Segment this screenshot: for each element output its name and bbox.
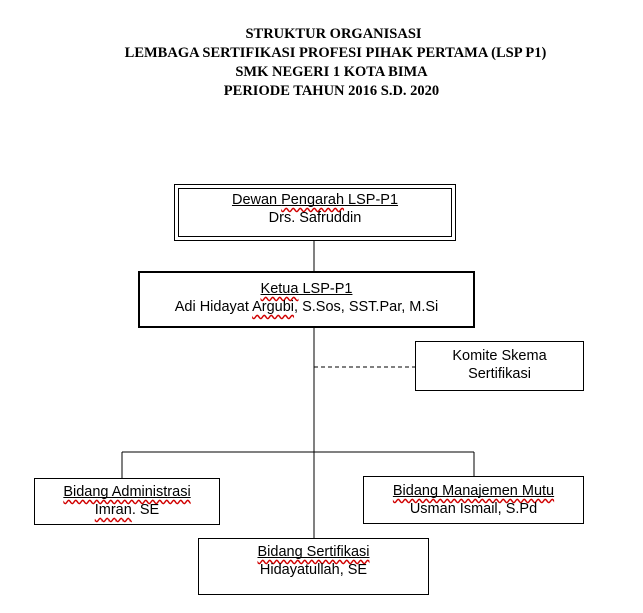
komite-line-2: Sertifikasi [468,366,531,382]
title-line-2: LEMBAGA SERTIFIKASI PROFESI PIHAK PERTAM… [124,45,547,61]
komite-line-1: Komite Skema [452,348,547,364]
node-bidang-sertifikasi[interactable]: Bidang Sertifikasi Hidayatullah, SE [198,538,429,595]
title-line-1: STRUKTUR ORGANISASI [245,26,422,42]
mutu-role: Bidang Manajemen Mutu [392,483,555,499]
node-bidang-manajemen-mutu[interactable]: Bidang Manajemen Mutu Usman Ismail, S.Pd [363,476,584,524]
admin-name: Imran. SE [94,502,160,518]
admin-role: Bidang Administrasi [63,484,191,500]
dewan-name: Drs. Safruddin [268,210,362,226]
node-komite-skema[interactable]: Komite Skema Sertifikasi [415,341,584,391]
sert-name: Hidayatullah, SE [259,562,368,578]
chart-title: STRUKTUR ORGANISASI LEMBAGA SERTIFIKASI … [0,25,643,101]
node-dewan-pengarah[interactable]: Dewan Pengarah LSP-P1 Drs. Safruddin [174,184,456,241]
node-ketua[interactable]: Ketua LSP-P1 Adi Hidayat Argubi, S.Sos, … [138,271,475,328]
title-line-4: PERIODE TAHUN 2016 S.D. 2020 [223,83,440,99]
sert-role: Bidang Sertifikasi [257,544,370,560]
node-bidang-administrasi[interactable]: Bidang Administrasi Imran. SE [34,478,220,525]
mutu-name: Usman Ismail, S.Pd [409,501,538,517]
ketua-role: Ketua LSP-P1 [260,281,353,297]
ketua-name: Adi Hidayat Argubi, S.Sos, SST.Par, M.Si [174,299,439,315]
title-line-3: SMK NEGERI 1 KOTA BIMA [235,64,428,80]
dewan-role: Dewan Pengarah LSP-P1 [231,192,399,208]
